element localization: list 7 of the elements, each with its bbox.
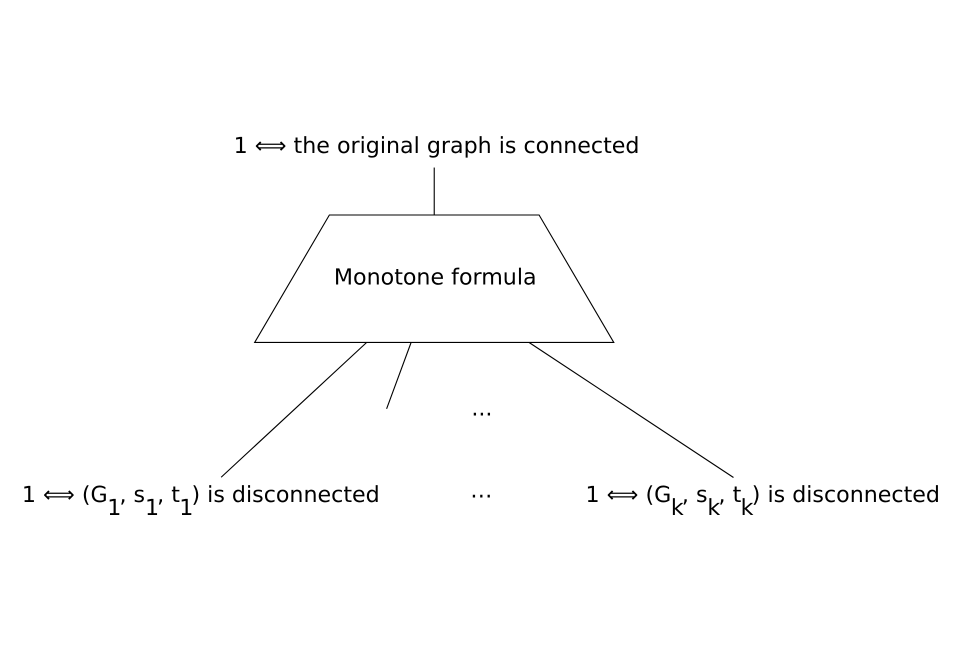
connector <box>528 342 734 478</box>
node-text: 1 ⟺ the original graph is connected <box>234 132 640 159</box>
connector <box>220 342 367 478</box>
connector <box>386 342 412 410</box>
label: ... <box>471 396 492 422</box>
connector <box>434 168 435 215</box>
label: ⋯ <box>470 483 492 510</box>
